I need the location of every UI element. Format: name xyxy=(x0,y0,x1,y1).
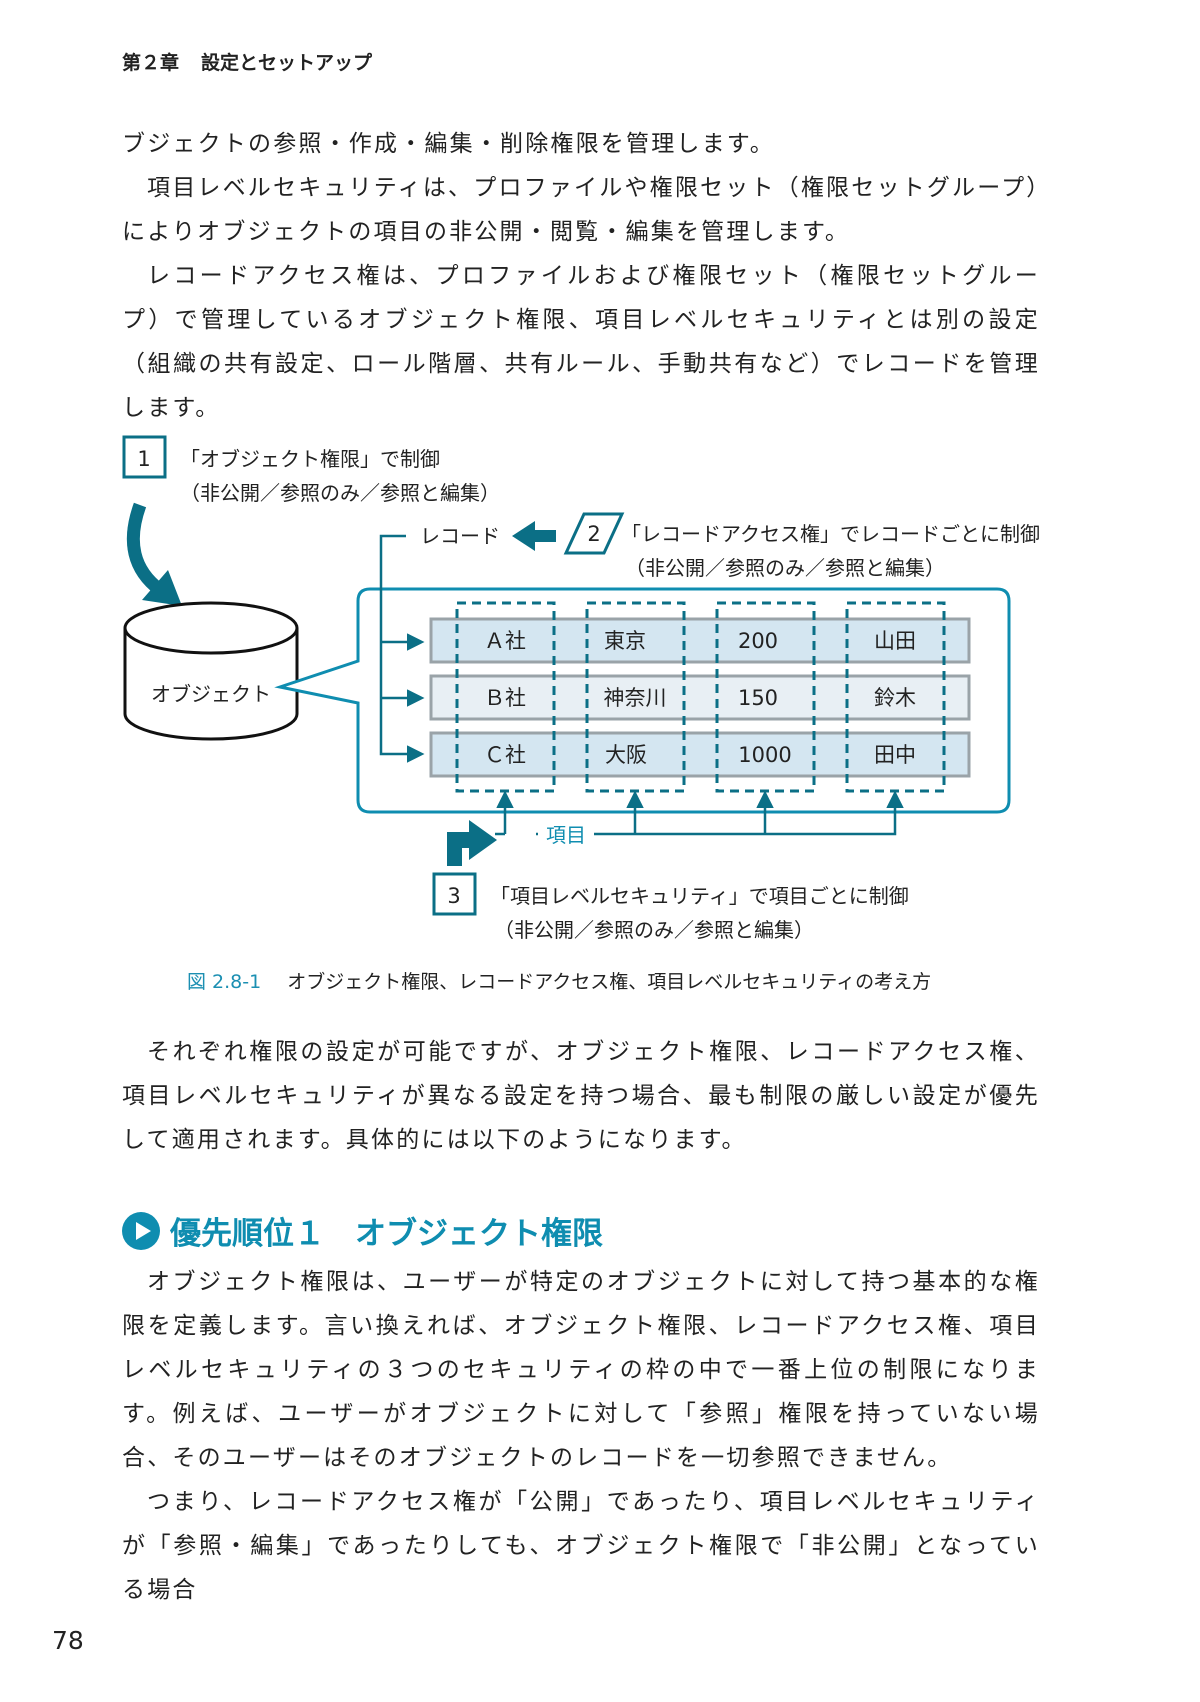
paragraph: ブジェクトの参照・作成・編集・削除権限を管理します。 xyxy=(122,131,775,157)
step-1-box xyxy=(122,435,167,479)
section-heading: 優先順位１ オブジェクト権限 xyxy=(122,1208,603,1253)
field-bracket xyxy=(495,790,904,836)
paragraph: 項目レベルセキュリティは、プロファイルや権限セット（権限セットグループ）によりオ… xyxy=(122,175,1040,245)
step-3-title: 「項目レベルセキュリティ」で項目ごとに制御 xyxy=(490,884,909,908)
middle-paragraph: それぞれ権限の設定が可能ですが、オブジェクト権限、レコードアクセス権、項目レベル… xyxy=(122,1030,1040,1162)
cell: Ｂ社 xyxy=(484,686,526,710)
chapter-title: 設定とセットアップ xyxy=(201,52,373,74)
figure-caption: 図 2.8-1 オブジェクト権限、レコードアクセス権、項目レベルセキュリティの考え… xyxy=(187,967,931,994)
section-label: 優先順位１ xyxy=(170,1216,325,1252)
table-row xyxy=(429,731,971,778)
step-2-options: （非公開／参照のみ／参照と編集） xyxy=(625,556,945,580)
cell: 大阪 xyxy=(605,743,647,767)
cell: Ａ社 xyxy=(484,629,526,653)
step-2-title: 「レコードアクセス権」でレコードごとに制御 xyxy=(621,522,1040,546)
paragraph: つまり、レコードアクセス権が「公開」であったり、項目レベルセキュリティが「参照・… xyxy=(122,1489,1040,1603)
record-label: レコード xyxy=(420,524,500,548)
bent-arrow-icon xyxy=(447,820,497,866)
table-row xyxy=(429,617,971,664)
step-2-number: 2 xyxy=(587,522,600,546)
cell: 1000 xyxy=(738,743,791,767)
curved-arrow-icon xyxy=(126,502,165,596)
cell: Ｃ社 xyxy=(484,743,526,767)
running-header: 第２章設定とセットアップ xyxy=(122,48,372,75)
top-paragraphs: ブジェクトの参照・作成・編集・削除権限を管理します。 項目レベルセキュリティは、… xyxy=(122,122,1040,430)
paragraph: レコードアクセス権は、プロファイルおよび権限セット（権限セットグループ）で管理し… xyxy=(122,263,1040,421)
play-icon xyxy=(122,1211,160,1250)
figure-number: 図 2.8-1 xyxy=(187,971,262,993)
figure-caption-text: オブジェクト権限、レコードアクセス権、項目レベルセキュリティの考え方 xyxy=(287,971,932,993)
paragraph: オブジェクト権限は、ユーザーが特定のオブジェクトに対して持つ基本的な権限を定義し… xyxy=(122,1269,1040,1471)
object-cylinder xyxy=(123,628,299,741)
record-rows xyxy=(429,617,971,778)
step-2-box xyxy=(563,512,625,555)
cell: 鈴木 xyxy=(874,686,916,710)
cell: 150 xyxy=(738,686,778,710)
step-1-number: 1 xyxy=(137,447,150,471)
field-label: 項目 xyxy=(546,823,586,847)
curved-arrow-head-icon xyxy=(142,570,182,606)
object-label: オブジェクト xyxy=(151,682,271,706)
step-1-options: （非公開／参照のみ／参照と編集） xyxy=(180,481,500,505)
cell: 山田 xyxy=(874,629,916,653)
chapter-number: 第２章 xyxy=(122,52,180,74)
cell: 田中 xyxy=(874,743,916,767)
page-number: 78 xyxy=(52,1626,84,1655)
step-3-options: （非公開／参照のみ／参照と編集） xyxy=(494,918,814,942)
section-title: オブジェクト権限 xyxy=(355,1216,603,1252)
paragraph: それぞれ権限の設定が可能ですが、オブジェクト権限、レコードアクセス権、項目レベル… xyxy=(122,1039,1040,1153)
step-3-box xyxy=(432,872,477,916)
cell: 200 xyxy=(738,629,778,653)
cell: 神奈川 xyxy=(604,686,667,710)
left-arrow-icon xyxy=(512,521,556,551)
bottom-paragraphs: オブジェクト権限は、ユーザーが特定のオブジェクトに対して持つ基本的な権限を定義し… xyxy=(122,1260,1040,1612)
table-row xyxy=(429,674,971,721)
cell: 東京 xyxy=(604,629,646,653)
step-3-number: 3 xyxy=(447,884,460,908)
security-diagram: 1 「オブジェクト権限」で制御 （非公開／参照のみ／参照と編集） オブジェクト … xyxy=(122,435,1040,942)
step-1-title: 「オブジェクト権限」で制御 xyxy=(180,447,440,471)
